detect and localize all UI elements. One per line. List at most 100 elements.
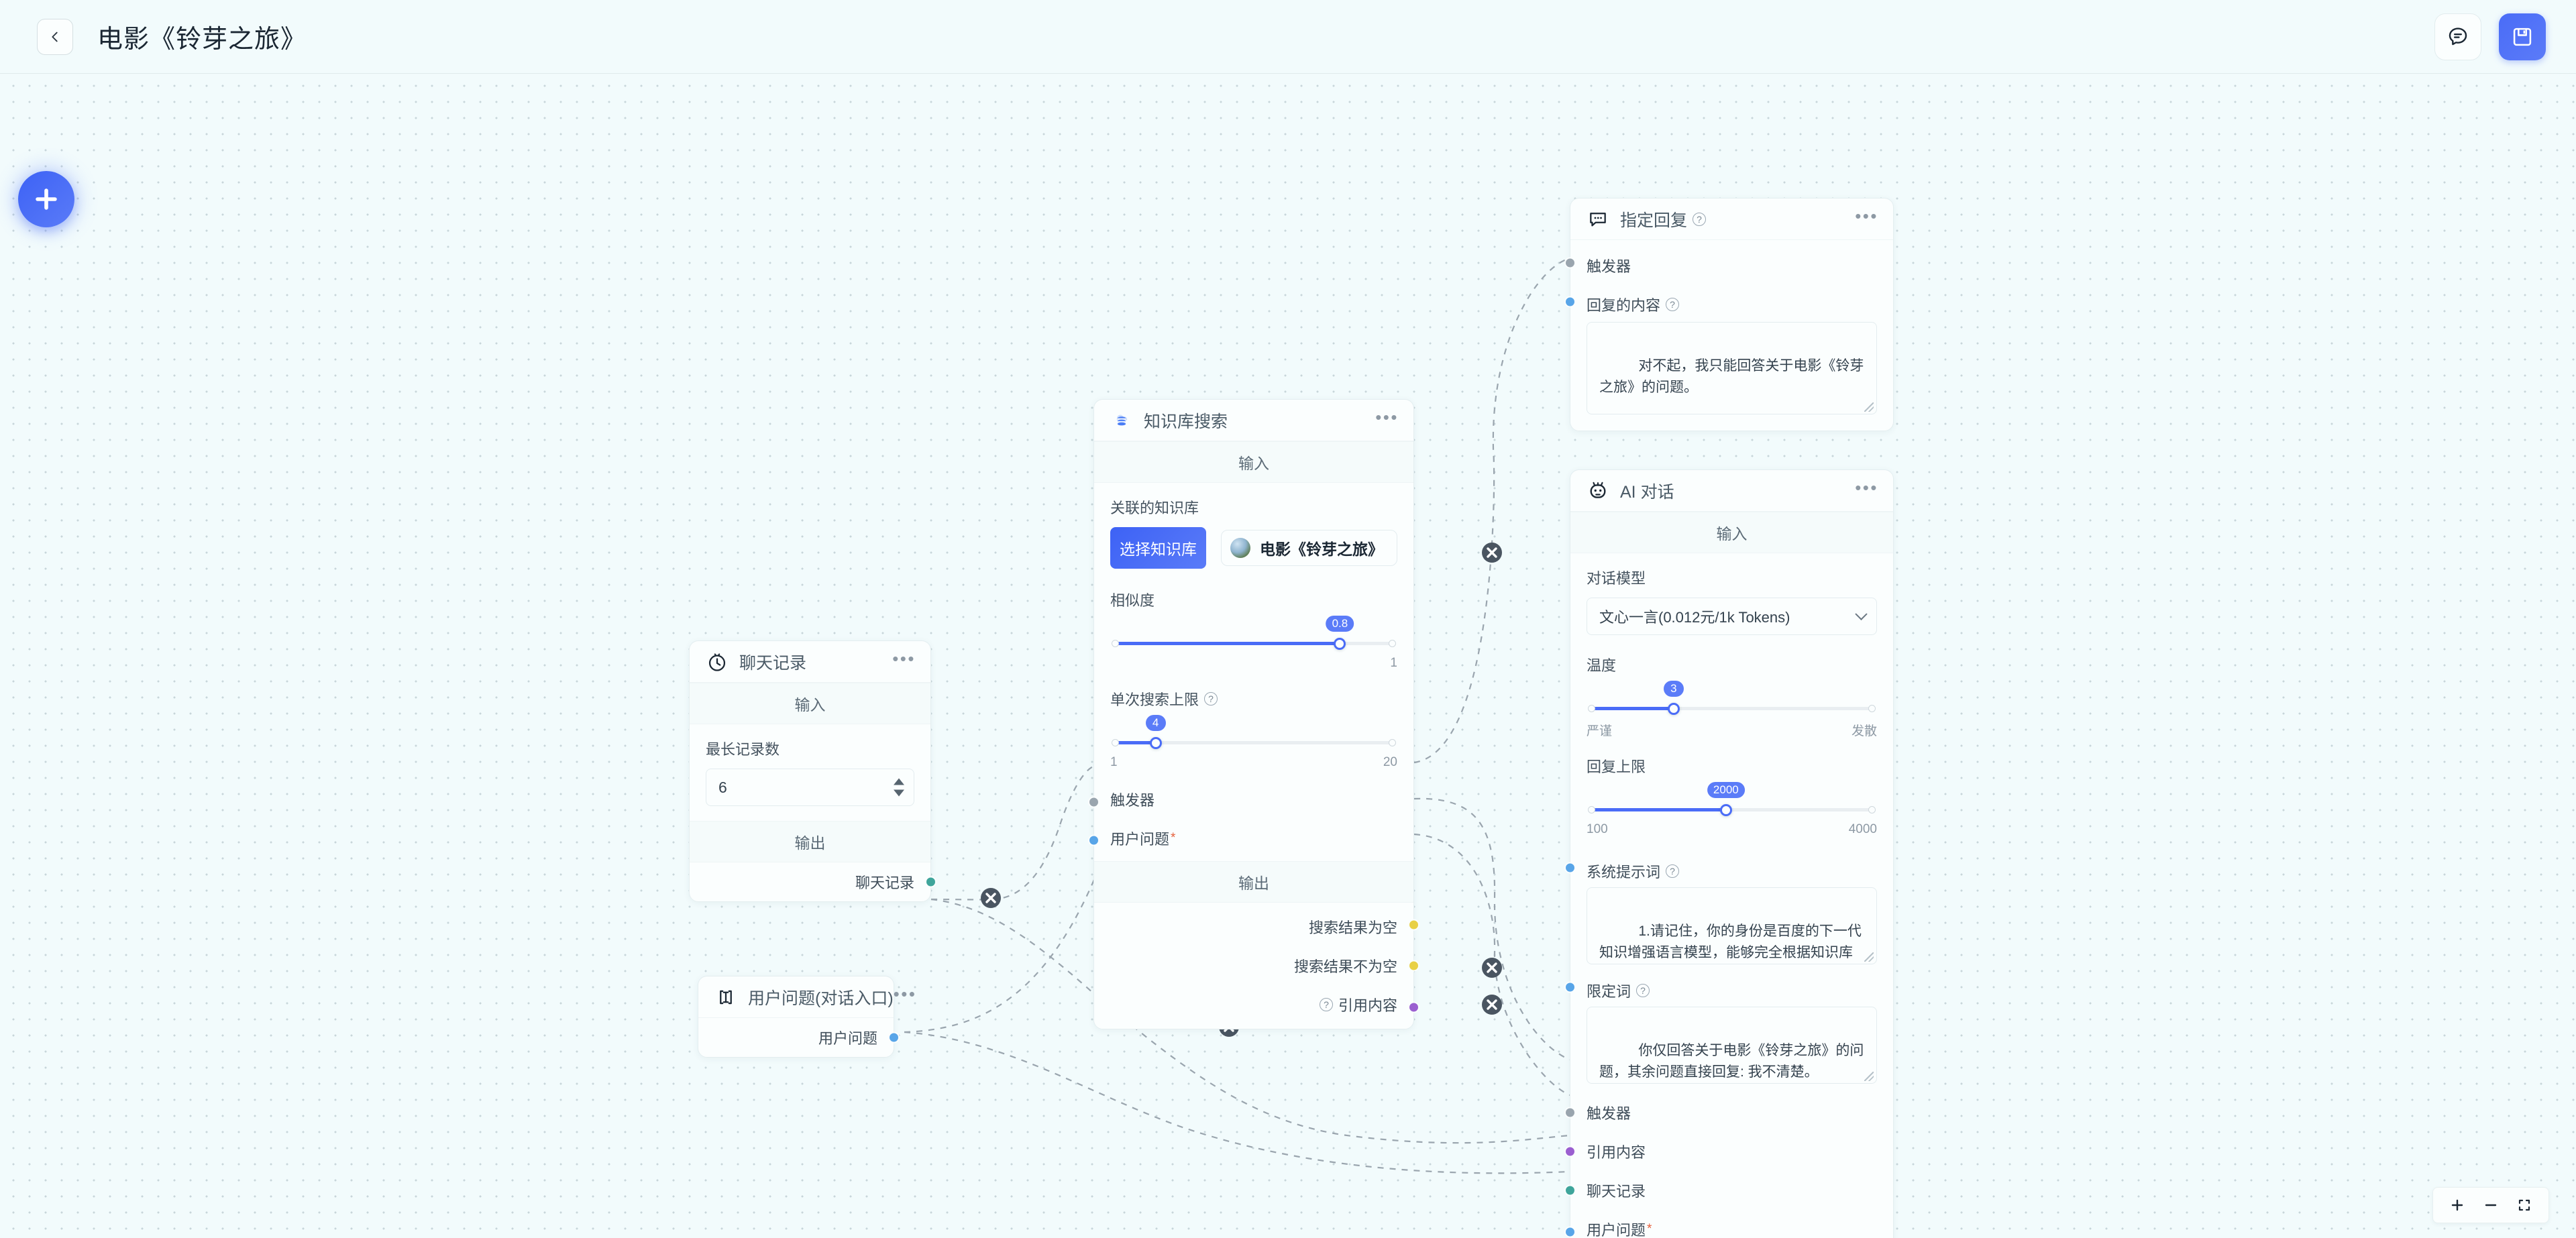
help-icon[interactable]: ? bbox=[1666, 864, 1680, 878]
slider-min-dot bbox=[1588, 705, 1595, 712]
port-dot[interactable] bbox=[1564, 1226, 1576, 1237]
max-records-input[interactable]: 6 bbox=[706, 769, 914, 806]
similarity-slider[interactable]: 0.8 bbox=[1110, 616, 1397, 652]
kb-thumbnail bbox=[1230, 538, 1250, 558]
stepper-up-icon[interactable] bbox=[894, 778, 904, 785]
node-fixed-reply[interactable]: 指定回复 ? ••• 触发器 回复的内容 ? 对不起，我只能回答关于电影《铃芽之… bbox=[1564, 198, 1894, 431]
system-prompt-field-label[interactable]: 系统提示词 ? bbox=[1564, 852, 1893, 883]
fit-screen-button[interactable] bbox=[2511, 1192, 2538, 1219]
page-title: 电影《铃芽之旅》 bbox=[97, 25, 307, 54]
slider-max-dot bbox=[1868, 705, 1876, 712]
qualifier-textarea[interactable]: 你仅回答关于电影《铃芽之旅》的问题，其余问题直接回复: 我不清楚。 bbox=[1587, 1007, 1877, 1084]
slider-knob[interactable] bbox=[1667, 703, 1680, 715]
reply-limit-slider[interactable]: 2000 bbox=[1587, 782, 1877, 818]
port-dot[interactable] bbox=[888, 1031, 900, 1044]
resize-handle[interactable] bbox=[1864, 1072, 1874, 1081]
field-label: 系统提示词 bbox=[1587, 864, 1661, 881]
edge-delete-button[interactable] bbox=[981, 888, 1001, 908]
temperature-scale: 严谨 发散 bbox=[1587, 721, 1877, 739]
zoom-in-button[interactable] bbox=[2444, 1192, 2471, 1219]
node-title: 知识库搜索 bbox=[1144, 412, 1228, 431]
port-dot[interactable] bbox=[1408, 960, 1419, 972]
resize-handle[interactable] bbox=[1864, 402, 1874, 412]
qualifier-field-label[interactable]: 限定词 ? bbox=[1564, 971, 1893, 1003]
reply-content-textarea[interactable]: 对不起，我只能回答关于电影《铃芽之旅》的问题。 bbox=[1587, 322, 1877, 414]
help-icon[interactable]: ? bbox=[1666, 298, 1680, 311]
flow-canvas[interactable]: 聊天记录 ••• 输入 最长记录数 6 输出 聊天记录 bbox=[0, 74, 2576, 1238]
more-dots-icon[interactable]: ••• bbox=[893, 983, 917, 1004]
top-bar-actions bbox=[2434, 13, 2546, 60]
port-dot[interactable] bbox=[1564, 296, 1576, 307]
port-dot[interactable] bbox=[1564, 1107, 1576, 1119]
qualifier-wrap: 你仅回答关于电影《铃芽之旅》的问题，其余问题直接回复: 我不清楚。 bbox=[1570, 1003, 1893, 1093]
node-kb-search[interactable]: 知识库搜索 ••• 输入 关联的知识库 选择知识库 电影《铃芽之旅》 相似度 bbox=[1088, 399, 1419, 1029]
system-prompt-textarea[interactable]: 1.请记住，你的身份是百度的下一代知识增强语言模型，能够完全根据知识库提供的内容… bbox=[1587, 887, 1877, 964]
chevron-down-icon bbox=[1855, 608, 1868, 620]
node-user-question-entry[interactable]: 用户问题(对话入口) ••• 用户问题 bbox=[698, 976, 915, 1058]
port-in-trigger[interactable]: 触发器 bbox=[1564, 240, 1893, 285]
more-dots-icon[interactable]: ••• bbox=[1375, 406, 1399, 427]
temperature-min-label: 严谨 bbox=[1587, 724, 1613, 738]
port-out-not-empty[interactable]: 搜索结果不为空 bbox=[1094, 946, 1419, 985]
port-out-chat-history[interactable]: 聊天记录 bbox=[690, 862, 936, 901]
slider-fill bbox=[1116, 741, 1156, 744]
reply-limit-label: 回复上限 bbox=[1587, 758, 1646, 775]
help-icon[interactable]: ? bbox=[1636, 984, 1650, 997]
port-dot[interactable] bbox=[1564, 862, 1576, 873]
quantity-stepper[interactable] bbox=[894, 778, 904, 797]
help-icon[interactable]: ? bbox=[1204, 692, 1218, 706]
port-dot[interactable] bbox=[1564, 1145, 1576, 1158]
edge-delete-button[interactable] bbox=[1482, 543, 1502, 563]
select-kb-button[interactable]: 选择知识库 bbox=[1110, 527, 1206, 569]
node-ai-chat[interactable]: AI 对话 ••• 输入 对话模型 文心一言(0.012元/1k Tokens)… bbox=[1564, 469, 1894, 1238]
port-in-quote[interactable]: 引用内容 bbox=[1564, 1132, 1893, 1171]
model-select[interactable]: 文心一言(0.012元/1k Tokens) bbox=[1587, 598, 1877, 635]
more-dots-icon[interactable]: ••• bbox=[1855, 477, 1878, 498]
back-button[interactable] bbox=[37, 18, 73, 55]
port-out-quote[interactable]: ? 引用内容 bbox=[1094, 985, 1419, 1029]
port-in-chat-history[interactable]: 聊天记录 bbox=[1564, 1171, 1893, 1210]
required-mark: * bbox=[1647, 1222, 1652, 1236]
zoom-out-button[interactable] bbox=[2477, 1192, 2504, 1219]
help-icon[interactable]: ? bbox=[1693, 212, 1707, 226]
port-in-trigger[interactable]: 触发器 bbox=[1564, 1093, 1893, 1132]
output-section-label: 输出 bbox=[690, 821, 930, 862]
limit-slider[interactable]: 4 bbox=[1110, 715, 1397, 751]
edge-delete-button[interactable] bbox=[1482, 958, 1502, 978]
save-button[interactable] bbox=[2499, 13, 2546, 60]
chat-preview-button[interactable] bbox=[2434, 13, 2481, 60]
edge-delete-button[interactable] bbox=[1482, 995, 1502, 1015]
add-node-button[interactable] bbox=[18, 171, 74, 227]
port-out-user-question[interactable]: 用户问题 bbox=[698, 1018, 900, 1057]
more-dots-icon[interactable]: ••• bbox=[1855, 205, 1878, 226]
slider-knob[interactable] bbox=[1719, 804, 1732, 816]
port-dot[interactable] bbox=[1564, 981, 1576, 993]
help-icon[interactable]: ? bbox=[1319, 998, 1333, 1011]
port-out-empty[interactable]: 搜索结果为空 bbox=[1094, 903, 1419, 946]
port-dot[interactable] bbox=[925, 876, 936, 888]
temperature-slider[interactable]: 3 bbox=[1587, 681, 1877, 717]
node-chat-history[interactable]: 聊天记录 ••• 输入 最长记录数 6 输出 聊天记录 bbox=[689, 640, 936, 902]
port-dot[interactable] bbox=[1088, 834, 1099, 846]
port-dot[interactable] bbox=[1564, 1184, 1576, 1196]
slider-min-dot bbox=[1588, 806, 1595, 813]
kb-chip[interactable]: 电影《铃芽之旅》 bbox=[1221, 530, 1397, 566]
resize-handle[interactable] bbox=[1864, 952, 1874, 962]
slider-knob[interactable] bbox=[1149, 737, 1162, 749]
slider-knob[interactable] bbox=[1334, 638, 1346, 650]
port-in-user-question[interactable]: 用户问题* bbox=[1564, 1210, 1893, 1238]
limit-value-badge: 4 bbox=[1145, 715, 1166, 731]
stepper-down-icon[interactable] bbox=[894, 789, 904, 797]
temperature-label: 温度 bbox=[1587, 657, 1617, 674]
node-header: 用户问题(对话入口) ••• bbox=[698, 976, 915, 1018]
port-dot[interactable] bbox=[1408, 919, 1419, 930]
more-dots-icon[interactable]: ••• bbox=[892, 648, 916, 669]
similarity-scale: 1 bbox=[1110, 656, 1397, 671]
reply-content-field-label[interactable]: 回复的内容 ? bbox=[1564, 285, 1893, 318]
port-in-user-question[interactable]: 用户问题* bbox=[1088, 819, 1413, 861]
port-dot[interactable] bbox=[1088, 796, 1099, 807]
port-dot[interactable] bbox=[1564, 257, 1576, 268]
port-dot[interactable] bbox=[1408, 1001, 1419, 1013]
port-in-trigger[interactable]: 触发器 bbox=[1088, 785, 1413, 819]
